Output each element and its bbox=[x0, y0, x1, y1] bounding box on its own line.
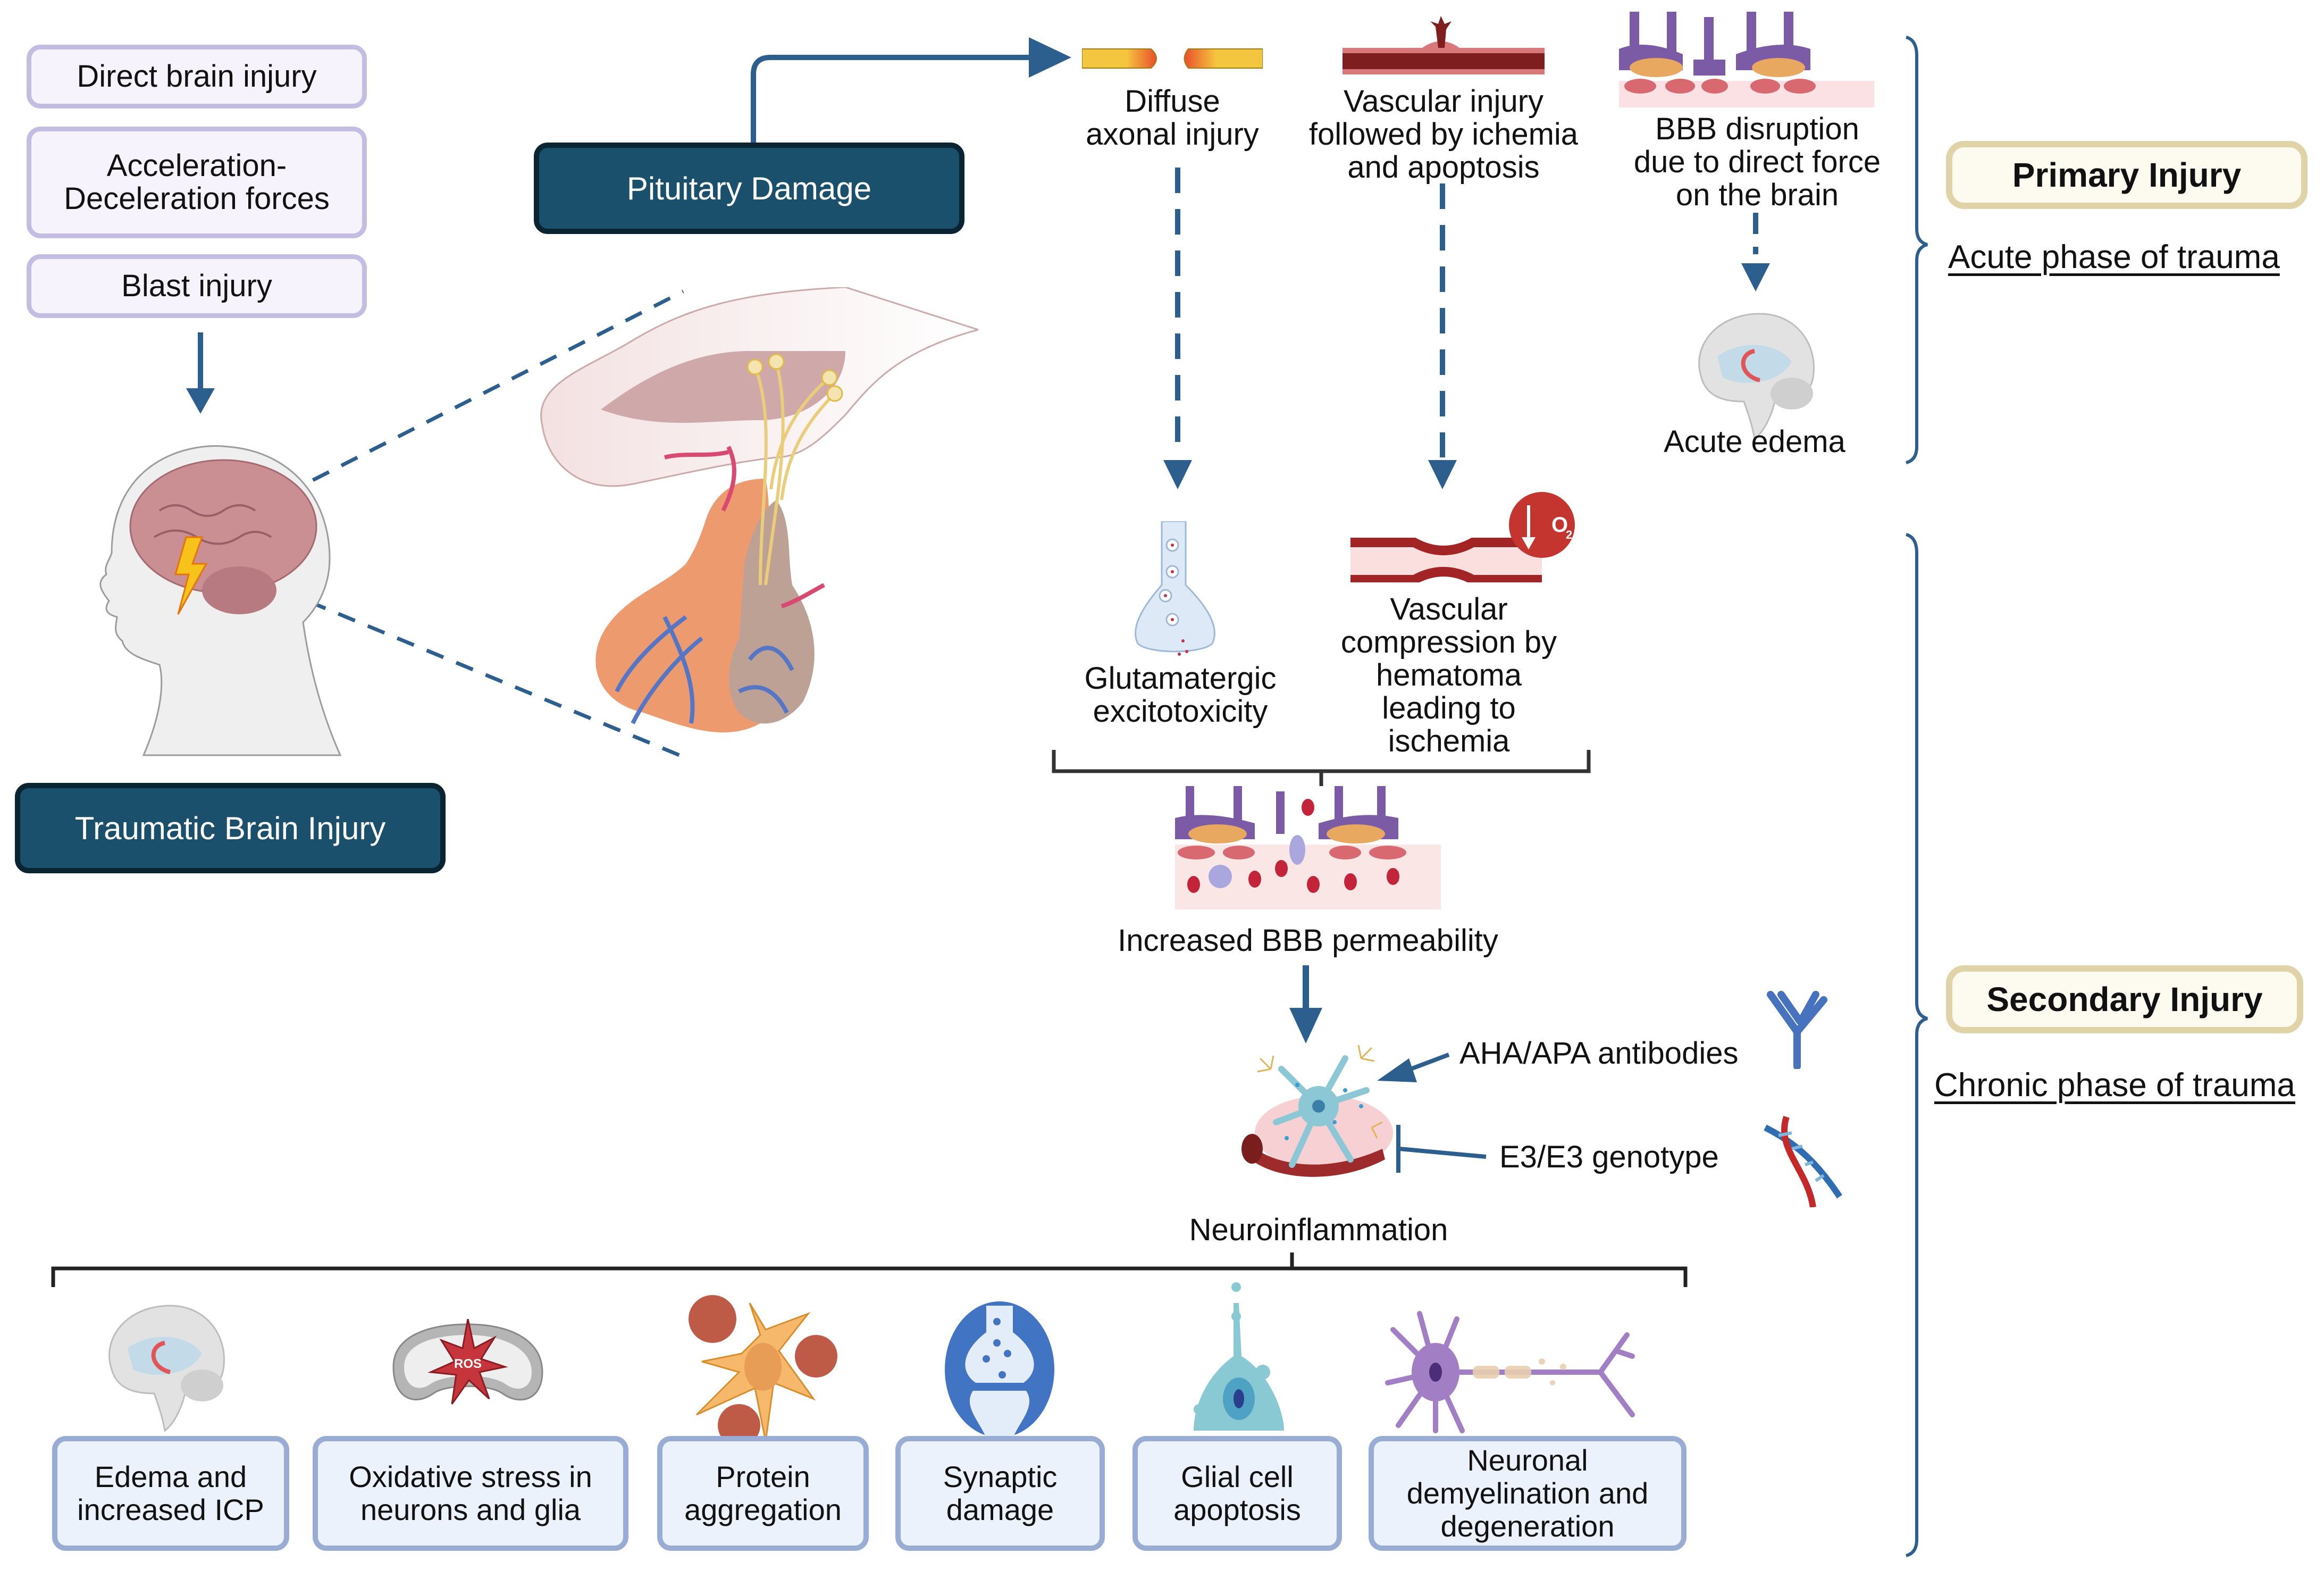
arrow-bbb-to-neuroinflammation bbox=[1289, 965, 1322, 1043]
outcome-protein-aggregation: Protein aggregation bbox=[657, 1436, 869, 1551]
dna-icon bbox=[1764, 1116, 1842, 1207]
cause-blast-injury: Blast injury bbox=[27, 254, 367, 318]
cause-label: Acceleration- Deceleration forces bbox=[64, 148, 330, 216]
outcome-neuronal-degeneration: Neuronal demyelination and degeneration bbox=[1369, 1436, 1687, 1551]
outcome-label: Glial cell apoptosis bbox=[1173, 1460, 1301, 1526]
compressed-vessel-icon: O 2 bbox=[1350, 492, 1575, 582]
neuroinflammation-icon bbox=[1241, 1045, 1393, 1177]
brace-secondary bbox=[1906, 533, 1928, 1557]
arrow-vascular-to-compression bbox=[1428, 183, 1457, 489]
outcome-label: Synaptic damage bbox=[943, 1460, 1058, 1526]
bbb-permeability-icon bbox=[1175, 786, 1441, 909]
tbi-box: Traumatic Brain Injury bbox=[15, 783, 446, 873]
pituitary-gland-icon bbox=[540, 287, 978, 733]
outcome-label: Neuronal demyelination and degeneration bbox=[1406, 1443, 1649, 1543]
phase-title: Secondary Injury bbox=[1986, 980, 2263, 1018]
arrow-causes-to-tbi bbox=[186, 332, 215, 414]
ruptured-vessel-icon bbox=[1343, 16, 1545, 74]
outcome-label: Edema and increased ICP bbox=[77, 1460, 264, 1526]
cause-label: Blast injury bbox=[121, 269, 272, 303]
outcome-label: Oxidative stress in neurons and glia bbox=[349, 1460, 592, 1526]
acute-edema-label: Acute edema bbox=[1664, 424, 1845, 459]
antibody-icon bbox=[1767, 991, 1827, 1069]
arrow-antibodies-promote bbox=[1377, 1053, 1450, 1082]
neuroinflammation-label: Neuroinflammation bbox=[1189, 1213, 1448, 1247]
brain-edema-icon bbox=[1698, 313, 1815, 440]
zoom-lines bbox=[249, 289, 687, 760]
outcome-synaptic-damage: Synaptic damage bbox=[895, 1436, 1105, 1551]
primary-item-bbb-label: BBB disruption due to direct force on th… bbox=[1633, 112, 1881, 212]
inhibit-genotype bbox=[1396, 1125, 1487, 1173]
svg-text:O: O bbox=[1551, 513, 1568, 537]
arrow-pituitary-to-primary bbox=[751, 37, 1071, 143]
arrow-axonal-to-excitotoxicity bbox=[1163, 168, 1192, 489]
phase-title: Primary Injury bbox=[2012, 156, 2242, 194]
svg-text:2: 2 bbox=[1566, 528, 1572, 541]
modifier-antibodies-label: AHA/APA antibodies bbox=[1459, 1036, 1739, 1071]
pituitary-damage-box: Pituitary Damage bbox=[534, 143, 964, 234]
secondary-item-excitotoxicity-label: Glutamatergic excitotoxicity bbox=[1084, 661, 1277, 729]
acute-phase-label: Acute phase of trauma bbox=[1948, 239, 2280, 275]
brace-primary bbox=[1906, 36, 1928, 464]
secondary-injury-box: Secondary Injury bbox=[1946, 965, 2303, 1033]
brain-icon bbox=[108, 1305, 225, 1432]
head-brain-lightning-icon bbox=[99, 445, 342, 756]
synapse-terminal-icon bbox=[1135, 521, 1215, 656]
cause-direct-brain-injury: Direct brain injury bbox=[27, 45, 367, 108]
outcome-oxidative-stress: Oxidative stress in neurons and glia bbox=[313, 1436, 628, 1551]
tbi-label: Traumatic Brain Injury bbox=[74, 810, 386, 846]
apoptotic-glia-icon bbox=[1194, 1282, 1284, 1447]
ros-text: ROS bbox=[454, 1357, 482, 1371]
pituitary-label: Pituitary Damage bbox=[626, 170, 872, 206]
cause-label: Direct brain injury bbox=[77, 59, 317, 94]
bracket-outcomes bbox=[51, 1252, 1688, 1287]
secondary-item-compression-label: Vascular compression by hematoma leading… bbox=[1340, 592, 1557, 758]
cause-acceleration-deceleration: Acceleration- Deceleration forces bbox=[27, 127, 367, 238]
outcome-edema: Edema and increased ICP bbox=[52, 1436, 289, 1551]
primary-injury-box: Primary Injury bbox=[1946, 141, 2308, 209]
arrow-bbb-to-edema bbox=[1741, 213, 1770, 291]
bracket-secondary-merge bbox=[1052, 750, 1591, 786]
outcome-label: Protein aggregation bbox=[684, 1460, 842, 1526]
chronic-phase-label: Chronic phase of trauma bbox=[1934, 1067, 2295, 1104]
modifier-genotype-label: E3/E3 genotype bbox=[1499, 1140, 1719, 1174]
outcome-glial-apoptosis: Glial cell apoptosis bbox=[1132, 1436, 1342, 1551]
primary-item-axonal-label: Diffuse axonal injury bbox=[1086, 84, 1259, 152]
mitochondria-ros-icon: ROS bbox=[392, 1319, 543, 1405]
primary-item-vascular-label: Vascular injury followed by ichemia and … bbox=[1308, 84, 1579, 185]
severed-axon-icon bbox=[1082, 48, 1263, 69]
degenerating-neuron-icon bbox=[1385, 1311, 1635, 1433]
bbb-icon bbox=[1619, 12, 1874, 107]
synapse-icon bbox=[945, 1301, 1054, 1439]
bbb-permeability-label: Increased BBB permeability bbox=[1118, 923, 1498, 958]
protein-aggregate-cell-icon bbox=[689, 1295, 837, 1447]
